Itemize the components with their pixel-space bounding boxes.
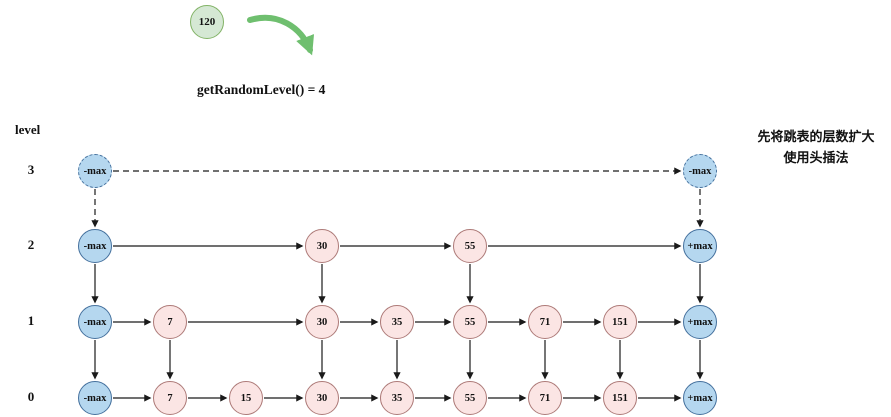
skiplist-node-L0-15: 15 <box>229 381 263 415</box>
insert-direction-arrow <box>247 14 315 56</box>
skiplist-node-L3-tail: -max <box>683 154 717 188</box>
skiplist-node-L0-7: 7 <box>153 381 187 415</box>
skiplist-node-L1-55: 55 <box>453 305 487 339</box>
skiplist-node-L0-tail: +max <box>683 381 717 415</box>
skiplist-node-L2-tail: +max <box>683 229 717 263</box>
skiplist-node-L0-30: 30 <box>305 381 339 415</box>
skiplist-node-L0-head: -max <box>78 381 112 415</box>
level-axis-title: level <box>15 122 41 137</box>
skiplist-node-L1-71: 71 <box>528 305 562 339</box>
skiplist-node-L3-head: -max <box>78 154 112 188</box>
skiplist-node-L0-35: 35 <box>380 381 414 415</box>
skiplist-node-L1-tail: +max <box>683 305 717 339</box>
annotation-line2: 使用头插法 <box>783 150 849 165</box>
level-label-2: 2 <box>27 237 35 252</box>
skiplist-node-L0-55: 55 <box>453 381 487 415</box>
skiplist-node-L2-30: 30 <box>305 229 339 263</box>
level-label-1: 1 <box>27 313 35 328</box>
new-node: 120 <box>190 5 224 39</box>
skiplist-node-L1-30: 30 <box>305 305 339 339</box>
skiplist-node-L1-head: -max <box>78 305 112 339</box>
skiplist-node-L1-35: 35 <box>380 305 414 339</box>
skiplist-node-L2-55: 55 <box>453 229 487 263</box>
level-label-0: 0 <box>27 389 35 404</box>
random-level-text: getRandomLevel() = 4 <box>197 82 326 97</box>
annotation-note: 先将跳表的层数扩大 使用头插法 <box>744 126 888 168</box>
skiplist-node-L0-151: 151 <box>603 381 637 415</box>
level-label-3: 3 <box>27 162 35 177</box>
skiplist-node-L1-151: 151 <box>603 305 637 339</box>
skiplist-node-L2-head: -max <box>78 229 112 263</box>
skiplist-node-L1-7: 7 <box>153 305 187 339</box>
annotation-line1: 先将跳表的层数扩大 <box>757 129 875 144</box>
skiplist-node-L0-71: 71 <box>528 381 562 415</box>
